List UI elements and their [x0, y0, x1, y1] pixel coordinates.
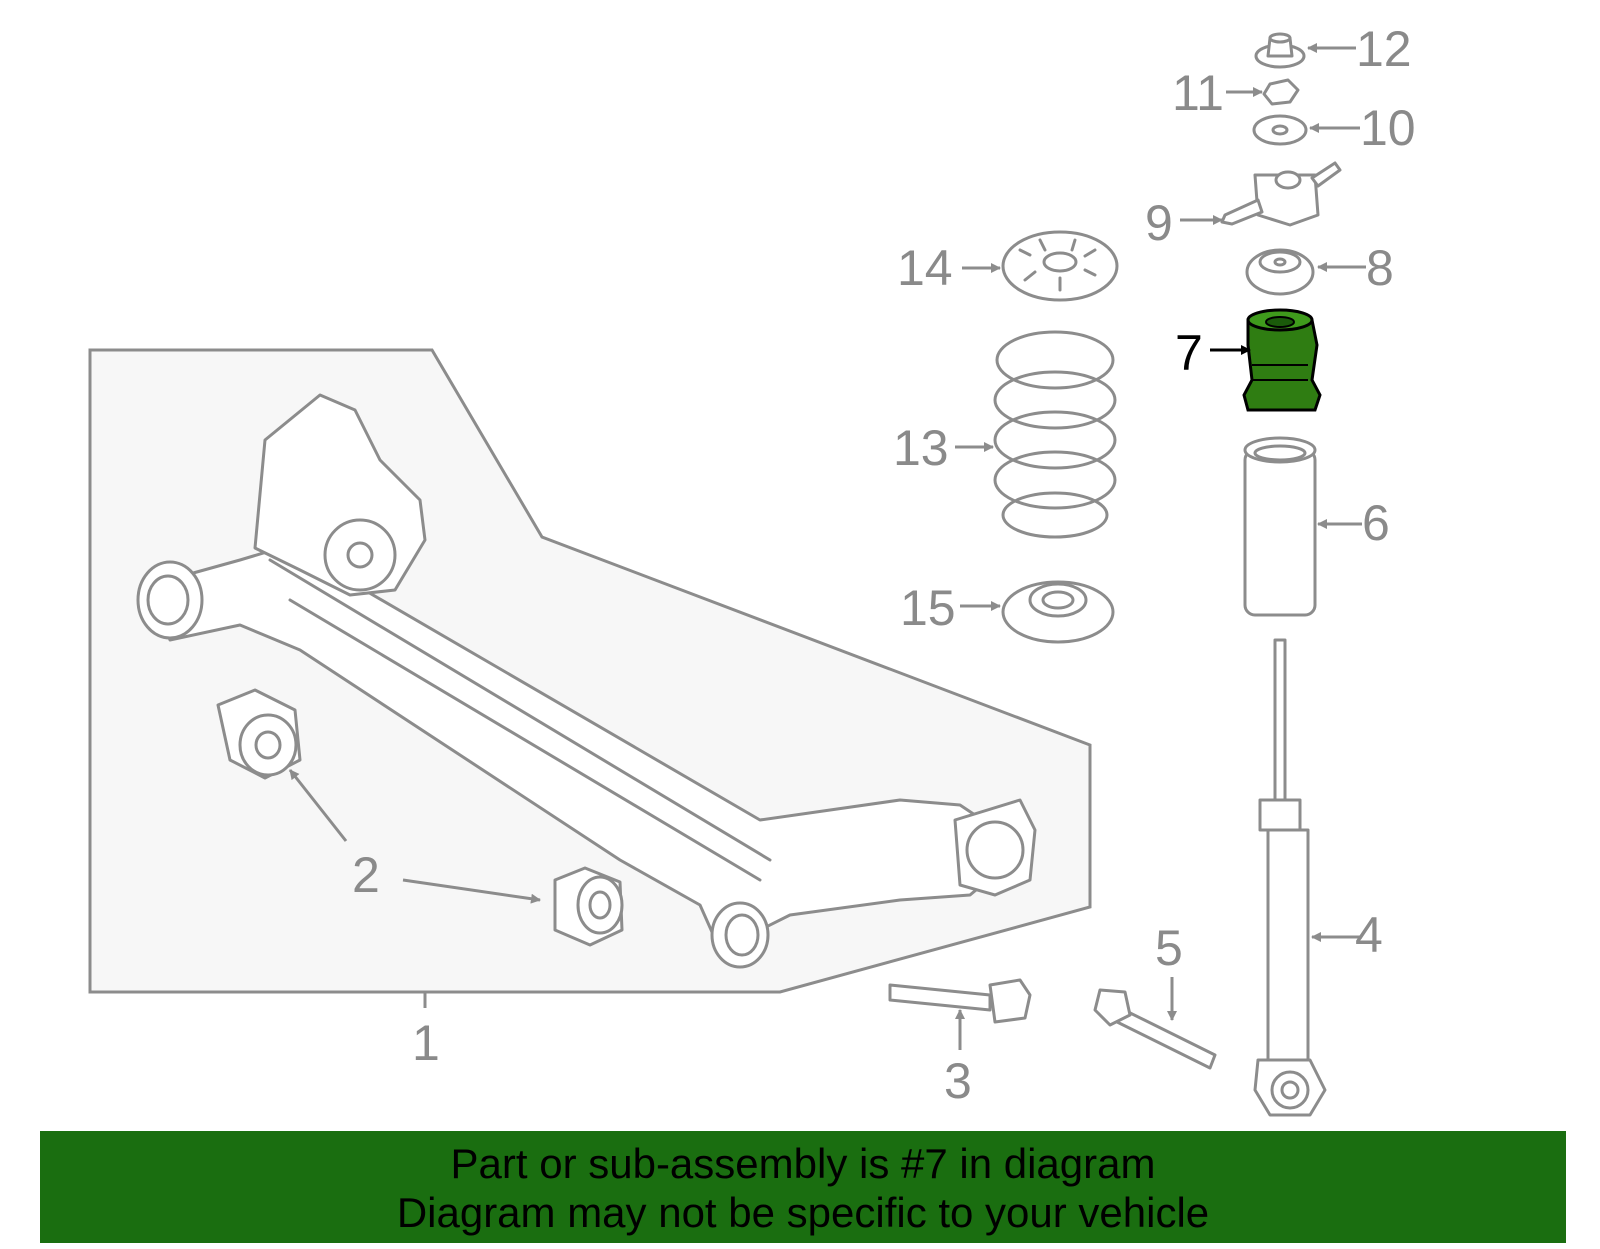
- callout-7-highlighted: 7: [1175, 325, 1203, 381]
- callout-5: 5: [1155, 920, 1183, 976]
- dust-boot: [1243, 436, 1317, 617]
- leader-lines: [288, 43, 1366, 1050]
- banner-line-disclaimer: Diagram may not be specific to your vehi…: [396, 1189, 1210, 1236]
- upper-spring-seat-14: [1001, 230, 1119, 302]
- callout-labels: 1 2 3 4 5 6 7 8 9 10 11 12 13 14 15: [352, 21, 1416, 1109]
- callout-2: 2: [352, 847, 380, 903]
- banner-line-part: Part or sub-assembly is #7 in diagram: [450, 1140, 1156, 1187]
- bolt-3: [888, 978, 1032, 1024]
- strut-mount-9: [1220, 161, 1342, 227]
- bushing-upper: [216, 688, 302, 780]
- callout-6: 6: [1362, 495, 1390, 551]
- callout-10: 10: [1360, 100, 1416, 156]
- callout-4: 4: [1355, 907, 1383, 963]
- callout-8: 8: [1366, 240, 1394, 296]
- callout-15: 15: [900, 580, 956, 636]
- nut-11: [1262, 78, 1300, 106]
- bump-stop-highlighted: [1242, 308, 1322, 412]
- callout-13: 13: [893, 420, 949, 476]
- callout-3: 3: [944, 1053, 972, 1109]
- info-banner: Part or sub-assembly is #7 in diagram Di…: [40, 1131, 1566, 1243]
- bushing-lower: [553, 866, 624, 947]
- callout-9: 9: [1145, 195, 1173, 251]
- cap-12: [1254, 32, 1306, 69]
- shock-absorber: [1253, 638, 1327, 1117]
- lower-spring-seat-15: [1001, 580, 1115, 644]
- washer-10: [1252, 114, 1308, 146]
- callout-12: 12: [1356, 21, 1412, 77]
- rear-axle-beam: [136, 393, 1037, 969]
- callout-1: 1: [412, 1015, 440, 1071]
- callout-11: 11: [1172, 65, 1224, 121]
- callout-14: 14: [897, 240, 953, 296]
- spring-seat-8: [1245, 248, 1315, 296]
- bolt-5: [1093, 988, 1217, 1070]
- coil-spring-13: [993, 330, 1117, 539]
